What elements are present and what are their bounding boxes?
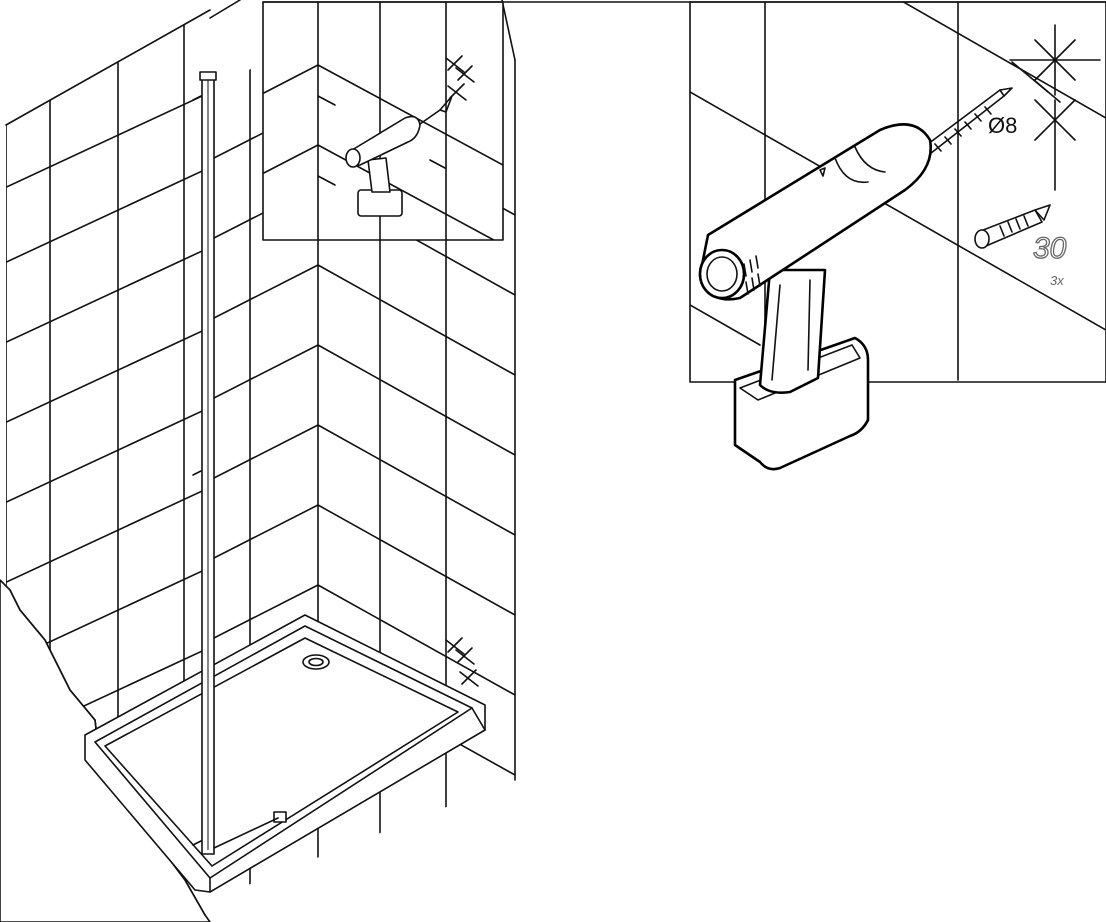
inset-drilling-overview bbox=[262, 1, 504, 241]
fastener-multiplier-label: 3x bbox=[1050, 273, 1064, 288]
cross-mark-icon bbox=[1034, 99, 1076, 191]
diameter-dimension: Ø8 bbox=[988, 61, 1061, 138]
cordless-drill-icon bbox=[698, 123, 933, 471]
cross-mark-icon bbox=[445, 55, 475, 101]
drain-icon bbox=[302, 654, 330, 670]
wall-plug-icon bbox=[974, 204, 1051, 249]
hole-diameter-label: Ø8 bbox=[988, 113, 1017, 138]
cordless-drill-icon bbox=[345, 95, 453, 217]
cross-mark-icon bbox=[1009, 24, 1101, 96]
left-tiled-wall bbox=[0, 9, 211, 922]
shower-tray bbox=[84, 614, 486, 893]
drill-bit bbox=[919, 87, 1013, 158]
inset-drilling-detail: Ø8 30 3x bbox=[262, 1, 1106, 471]
door-wall-profile bbox=[192, 71, 287, 855]
cross-mark-icon bbox=[445, 637, 479, 687]
fastener-count-label: 30 bbox=[1033, 232, 1067, 265]
